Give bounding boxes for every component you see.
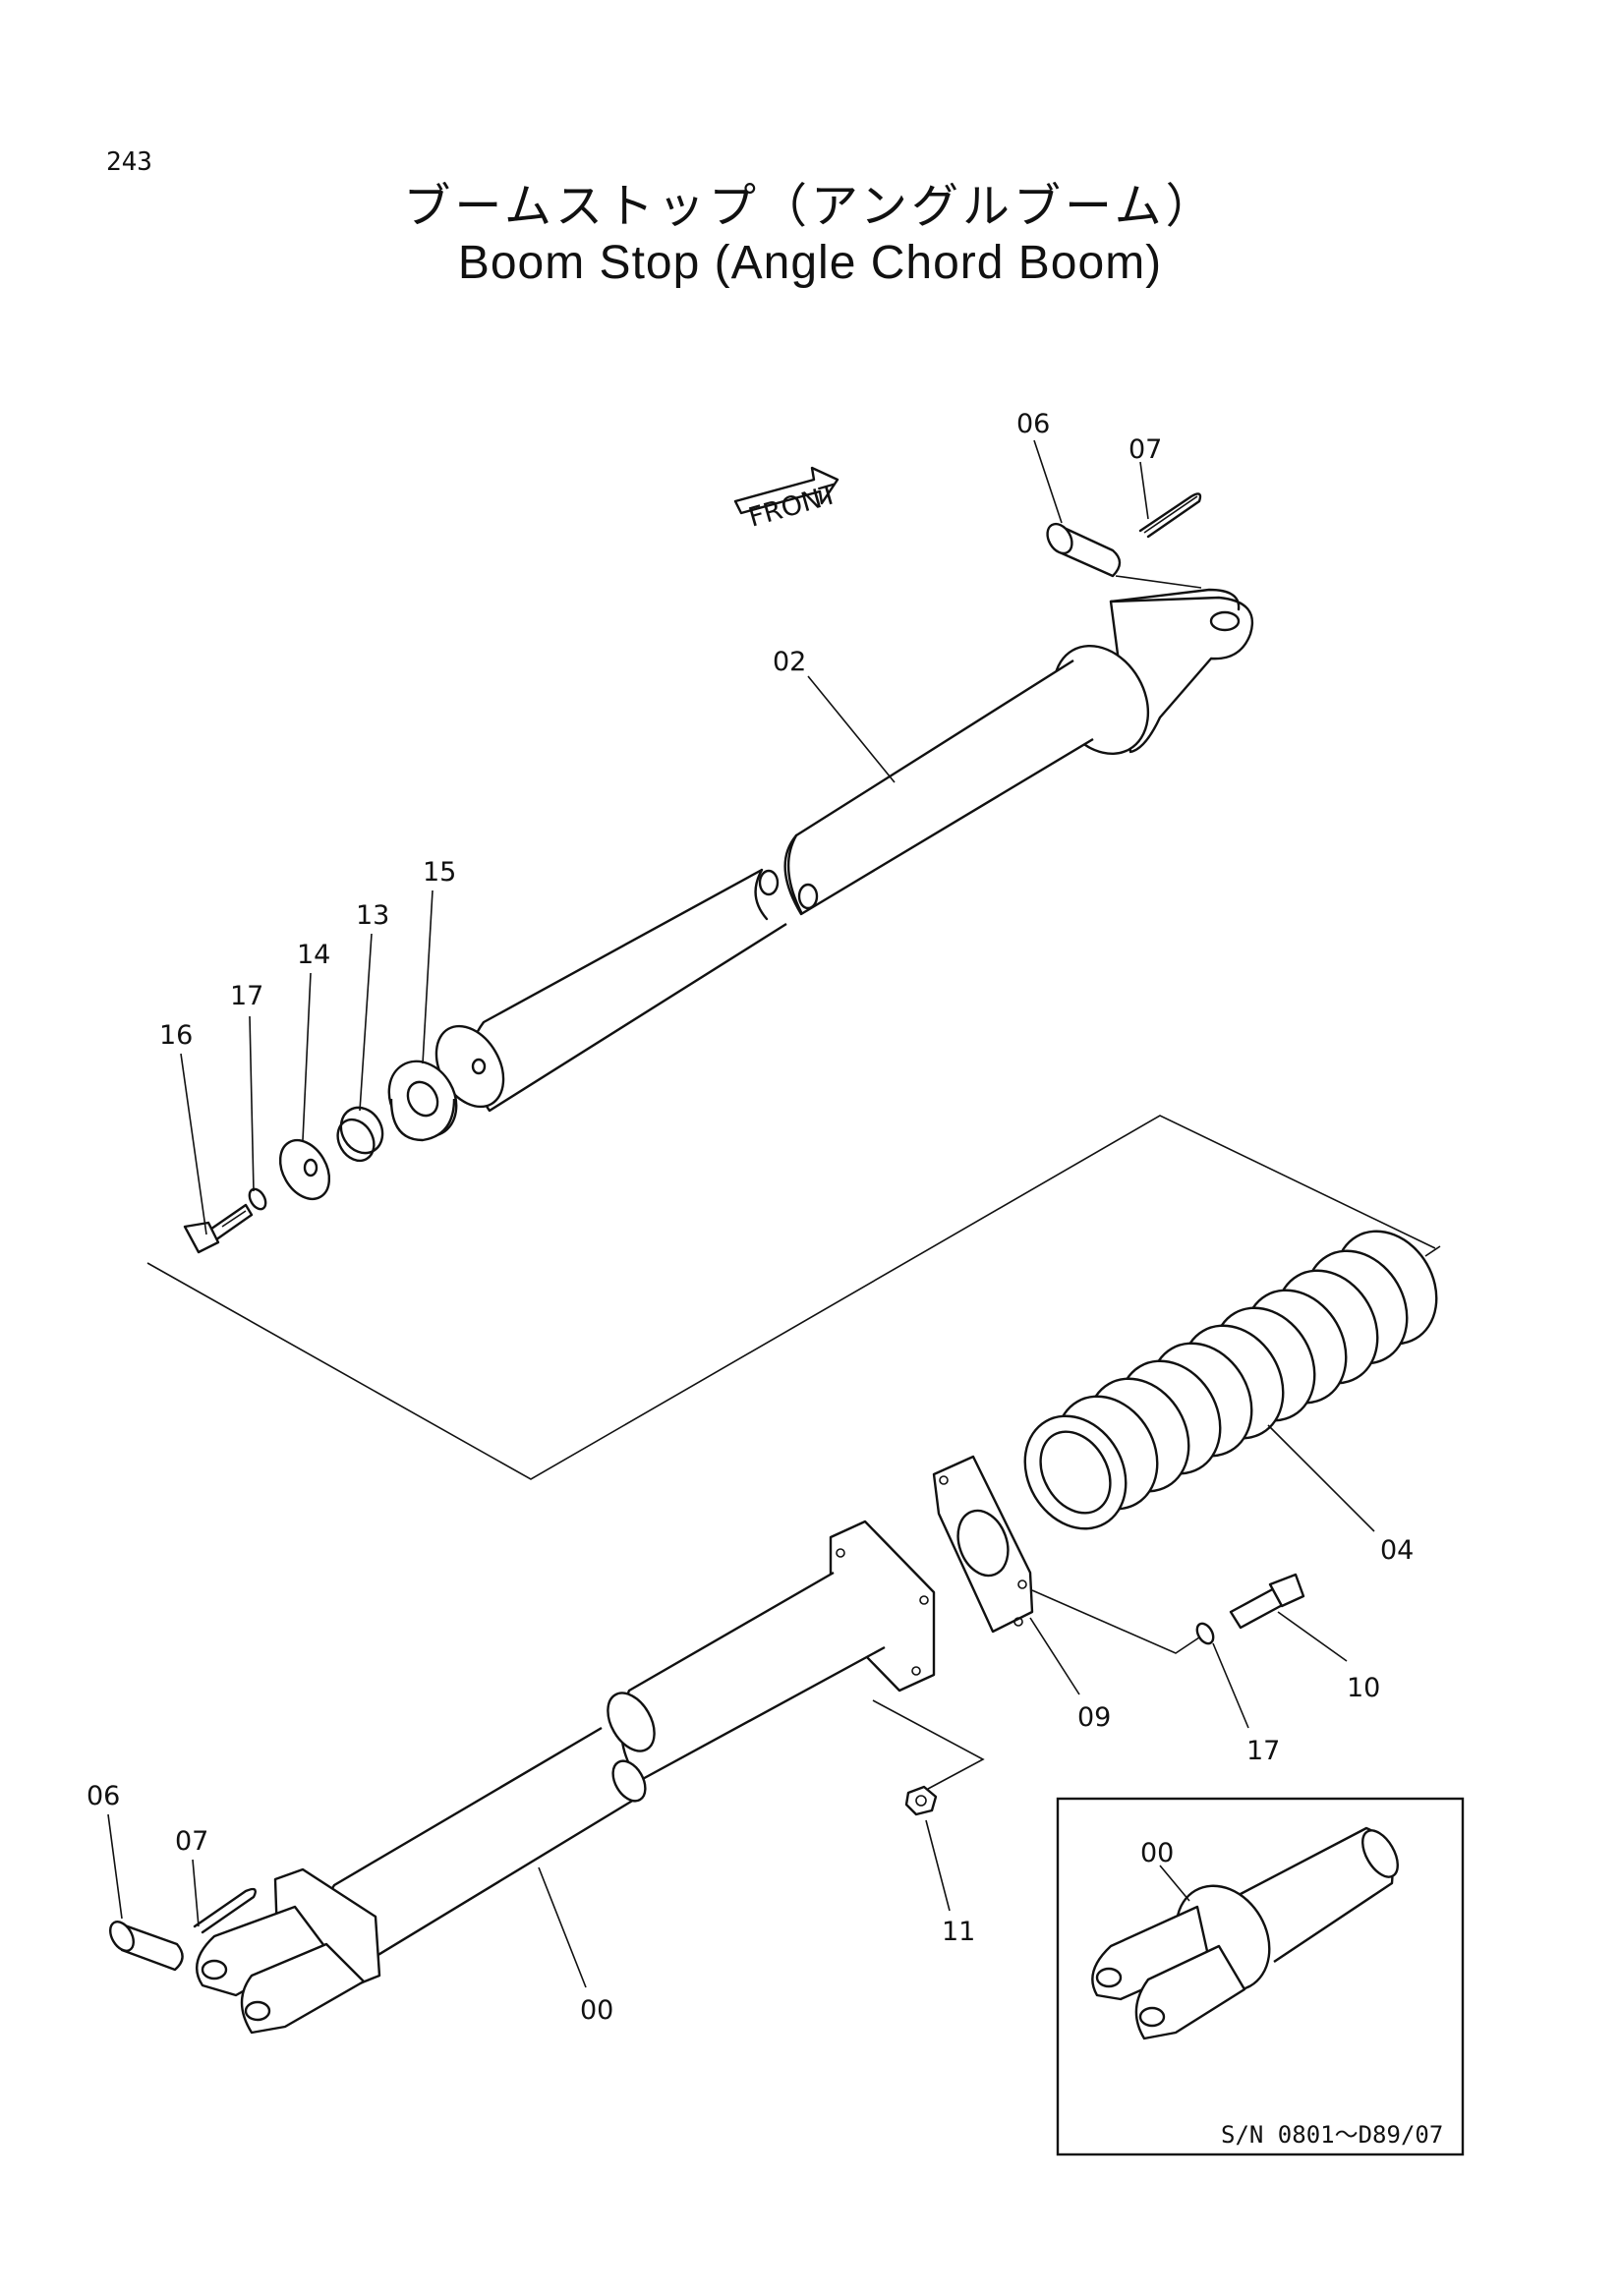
bushing-13: [336, 1106, 384, 1163]
callout-17-right: 17: [1246, 1736, 1280, 1766]
rod-assembly-02: [434, 588, 1254, 1113]
cotter-pin-07-bottom: [193, 1887, 257, 1934]
bolt-10: [1229, 1573, 1305, 1630]
cotter-pin-07-top: [1138, 492, 1202, 539]
callout-09: 09: [1077, 1702, 1111, 1733]
callout-06-top: 06: [1016, 409, 1050, 439]
callout-16: 16: [159, 1020, 193, 1051]
bolt-axis-line: [1031, 1589, 1200, 1654]
callout-04: 04: [1380, 1535, 1414, 1566]
plate-09: [932, 1455, 1034, 1634]
callout-00-main: 00: [580, 1995, 613, 2026]
leader-lines: [107, 439, 1375, 1988]
callout-00-inset: 00: [1140, 1838, 1174, 1868]
lock-washer-17-right: [1195, 1622, 1215, 1645]
washer-14: [278, 1138, 331, 1201]
pin-06-bottom: [109, 1921, 184, 1972]
washer-15: [387, 1060, 458, 1142]
title-english: Boom Stop (Angle Chord Boom): [457, 237, 1163, 289]
lock-washer-17-left: [248, 1187, 267, 1211]
callout-13: 13: [356, 900, 389, 931]
callout-06-bottom: 06: [87, 1781, 120, 1811]
pin-06-top: [1046, 522, 1202, 589]
page-number: 243: [106, 147, 152, 177]
bolt-16: [183, 1203, 254, 1254]
nut-11: [872, 1699, 985, 1816]
callout-17-left: 17: [230, 981, 263, 1011]
tube-assembly-00: [195, 1520, 936, 2035]
callout-15: 15: [423, 857, 456, 888]
callout-10: 10: [1347, 1673, 1380, 1703]
title-japanese: ブームストップ（アングルブーム）: [403, 179, 1217, 234]
callout-07-bottom: 07: [175, 1826, 208, 1857]
assembly-bracket-line: [146, 1115, 1436, 1480]
callout-07-top: 07: [1128, 434, 1162, 465]
callout-14: 14: [297, 940, 330, 970]
callout-02: 02: [773, 647, 806, 677]
front-arrow-icon: FRONT: [733, 466, 841, 534]
spring-04: [1023, 1230, 1438, 1530]
callout-11: 11: [942, 1917, 975, 1947]
serial-number-note: S/N 0801～D89/07: [1221, 2121, 1443, 2149]
inset-variant-box: 00 S/N 0801～D89/07: [1056, 1797, 1465, 2156]
